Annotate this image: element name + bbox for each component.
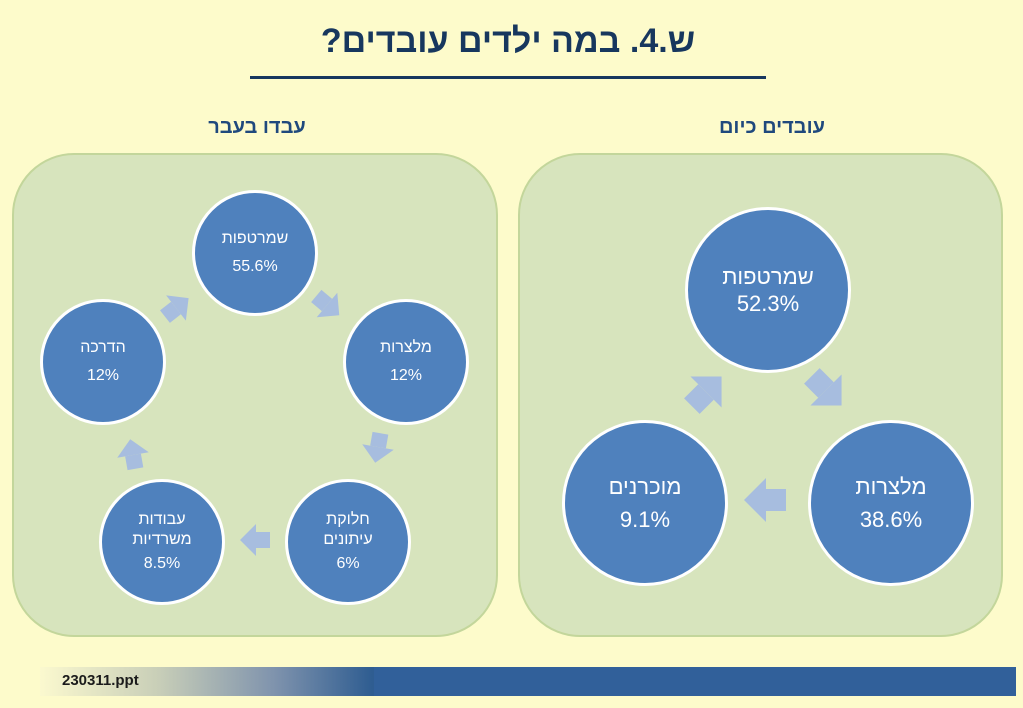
past-node-waitressing: מלצרות 12% (343, 299, 469, 425)
current-node-value: 52.3% (736, 291, 800, 316)
past-node-office-work: עבודות משרדיות 8.5% (99, 479, 225, 605)
current-node-waitressing: מלצרות 38.6% (808, 420, 974, 586)
slide-title: ש.4. במה ילדים עובדים? (320, 22, 696, 60)
past-node-newspaper-delivery: חלוקת עיתונים 6% (285, 479, 411, 605)
past-node-value: 12% (389, 367, 423, 384)
current-node-sales: מוכרנים 9.1% (562, 420, 728, 586)
past-node-label: שמרטפות (221, 230, 289, 247)
current-node-label: שמרטפות (722, 263, 814, 289)
current-node-label: מלצרות (855, 473, 927, 499)
current-arrow-1 (804, 368, 842, 406)
past-node-babysitting: שמרטפות 55.6% (192, 190, 318, 316)
title-underline (250, 76, 766, 79)
current-jobs-heading: עובדים כיום (719, 116, 825, 138)
current-arrow-2 (744, 478, 786, 522)
past-node-value: 12% (86, 367, 120, 384)
current-arrow-3 (684, 376, 722, 414)
past-jobs-heading: עבדו בעבר (208, 116, 306, 138)
past-node-guiding: הדרכה 12% (40, 299, 166, 425)
past-node-label: מלצרות (380, 339, 432, 356)
current-node-babysitting: שמרטפות 52.3% (685, 207, 851, 373)
current-node-value: 38.6% (859, 507, 923, 532)
past-node-value: 6% (336, 555, 360, 572)
current-node-value: 9.1% (619, 507, 671, 532)
past-node-label: עבודות משרדיות (132, 511, 192, 548)
current-node-label: מוכרנים (608, 473, 682, 499)
past-node-value: 55.6% (232, 258, 278, 275)
past-node-label: חלוקת עיתונים (323, 511, 373, 548)
footer-bar (40, 667, 1016, 696)
footer-filename: 230311.ppt (62, 672, 139, 689)
past-node-label: הדרכה (80, 339, 126, 356)
past-node-value: 8.5% (143, 555, 181, 572)
